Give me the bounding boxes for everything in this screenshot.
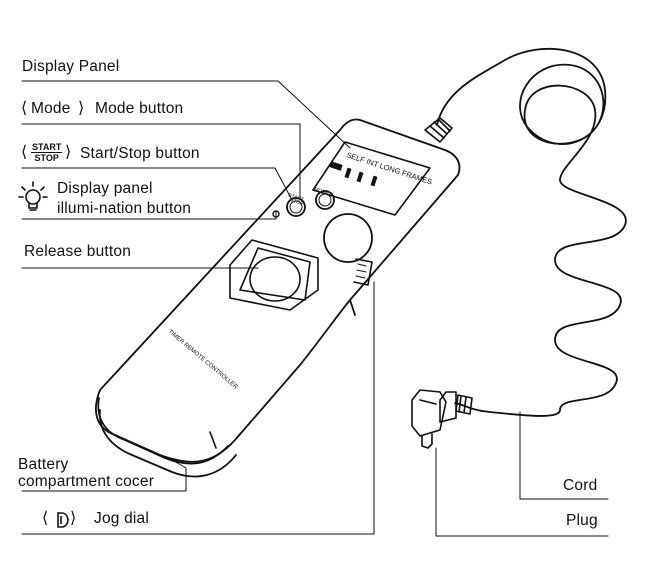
label-battery-line1: Battery — [18, 456, 69, 473]
start-stop-key[interactable] — [286, 197, 306, 217]
start-bracket-right: ⟩ — [65, 144, 72, 161]
start-stop-symbol: START STOP — [31, 142, 63, 163]
label-illumination-line1: Display panel — [57, 180, 153, 197]
start-key-bottom: STOP — [289, 197, 304, 207]
label-jog-dial: Jog dial — [94, 510, 150, 527]
remote-body — [95, 118, 461, 478]
mode-key-text: MODE — [313, 186, 330, 197]
mode-bracket-left: ⟨ — [21, 100, 28, 117]
stop-symbol: STOP — [34, 153, 59, 163]
label-display-panel: Display Panel — [22, 58, 120, 75]
label-illumination-line2: illumi-nation button — [57, 200, 192, 217]
jog-bracket-right: ⟩ — [70, 510, 77, 527]
release-button[interactable] — [229, 239, 319, 311]
label-start-stop-button: Start/Stop button — [80, 145, 200, 162]
display-segments — [329, 161, 378, 187]
mode-bracket-right: ⟩ — [78, 100, 85, 117]
jog-dial-icon — [57, 512, 69, 528]
start-key-top: START — [287, 192, 304, 203]
label-release-button: Release button — [24, 243, 132, 260]
mode-symbol: Mode — [31, 100, 71, 117]
label-cord: Cord — [563, 477, 598, 494]
jog-bracket-left: ⟨ — [42, 510, 49, 527]
light-bulb-icon — [18, 181, 48, 211]
display-window — [312, 141, 431, 216]
mode-key[interactable] — [315, 190, 335, 210]
label-battery-line2: compartment cocer — [18, 473, 155, 490]
jog-dial[interactable] — [323, 213, 373, 263]
label-plug: Plug — [566, 512, 598, 529]
start-bracket-left: ⟨ — [21, 144, 28, 161]
plug — [411, 389, 473, 449]
label-mode-button: Mode button — [95, 100, 184, 117]
cord — [436, 47, 627, 417]
body-text: TIMER REMOTE CONTROLLER — [167, 329, 239, 391]
cable-strain-relief — [424, 117, 453, 143]
start-symbol: START — [31, 142, 63, 153]
leader-lines — [21, 80, 609, 537]
battery-cover-seam — [209, 431, 217, 449]
